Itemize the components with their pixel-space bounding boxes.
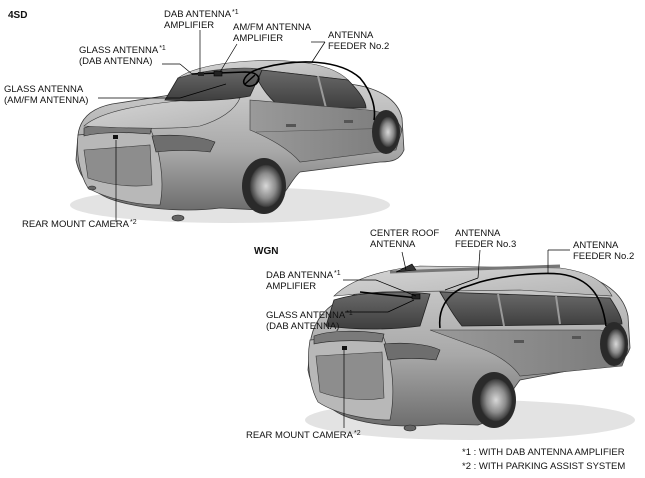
wagon-leaders (343, 249, 570, 428)
sedan-section-title: 4SD (8, 10, 28, 21)
wagon-glass-dab-label: GLASS ANTENNA*1 (DAB ANTENNA) (266, 310, 353, 332)
wagon-dab-amplifier-label: DAB ANTENNA*1 AMPLIFIER (266, 270, 341, 292)
wagon-feeder3-label: ANTENNA FEEDER No.3 (455, 228, 517, 250)
sedan-dab-amplifier-label: DAB ANTENNA*1 AMPLIFIER (164, 9, 239, 31)
wagon-camera-label: REAR MOUNT CAMERA*2 (246, 430, 361, 441)
wagon-feeder2-label: ANTENNA FEEDER No.2 (573, 240, 635, 262)
wagon-car (305, 263, 635, 440)
sedan-camera-label: REAR MOUNT CAMERA*2 (22, 219, 137, 230)
wagon-section-title: WGN (254, 246, 279, 257)
sedan-leaders (98, 30, 326, 222)
sedan-glass-dab-label: GLASS ANTENNA*1 (DAB ANTENNA) (79, 45, 166, 67)
wagon-center-roof-label: CENTER ROOF ANTENNA (370, 228, 440, 250)
sedan-glass-amfm-label: GLASS ANTENNA (AM/FM ANTENNA) (4, 84, 89, 106)
sedan-feeder2-label: ANTENNA FEEDER No.2 (328, 30, 390, 52)
footnote-2: *2 : WITH PARKING ASSIST SYSTEM (462, 461, 626, 472)
sedan-car (70, 60, 405, 223)
sedan-amfm-amplifier-label: AM/FM ANTENNA AMPLIFIER (233, 22, 312, 44)
footnote-1: *1 : WITH DAB ANTENNA AMPLIFIER (462, 447, 625, 458)
